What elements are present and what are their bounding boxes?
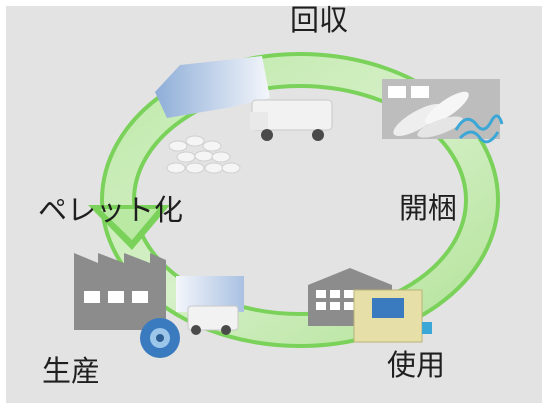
- tire-icon: [140, 318, 180, 358]
- cycle-arrow-head: [88, 205, 170, 250]
- truck-icon-top: [155, 56, 333, 141]
- cycle-ring: [100, 52, 500, 348]
- pellets-icon: [166, 135, 241, 174]
- label-unpacking: 開梱: [399, 191, 458, 225]
- label-use: 使用: [387, 348, 446, 382]
- bales-icon: [382, 79, 504, 144]
- label-pelletizing: ペレット化: [38, 193, 184, 227]
- truck-icon-bottom: [176, 276, 244, 335]
- factory-icon: [74, 253, 166, 330]
- box-icon: [353, 289, 432, 343]
- label-collection: 回収: [290, 3, 349, 37]
- label-production: 生産: [42, 354, 101, 388]
